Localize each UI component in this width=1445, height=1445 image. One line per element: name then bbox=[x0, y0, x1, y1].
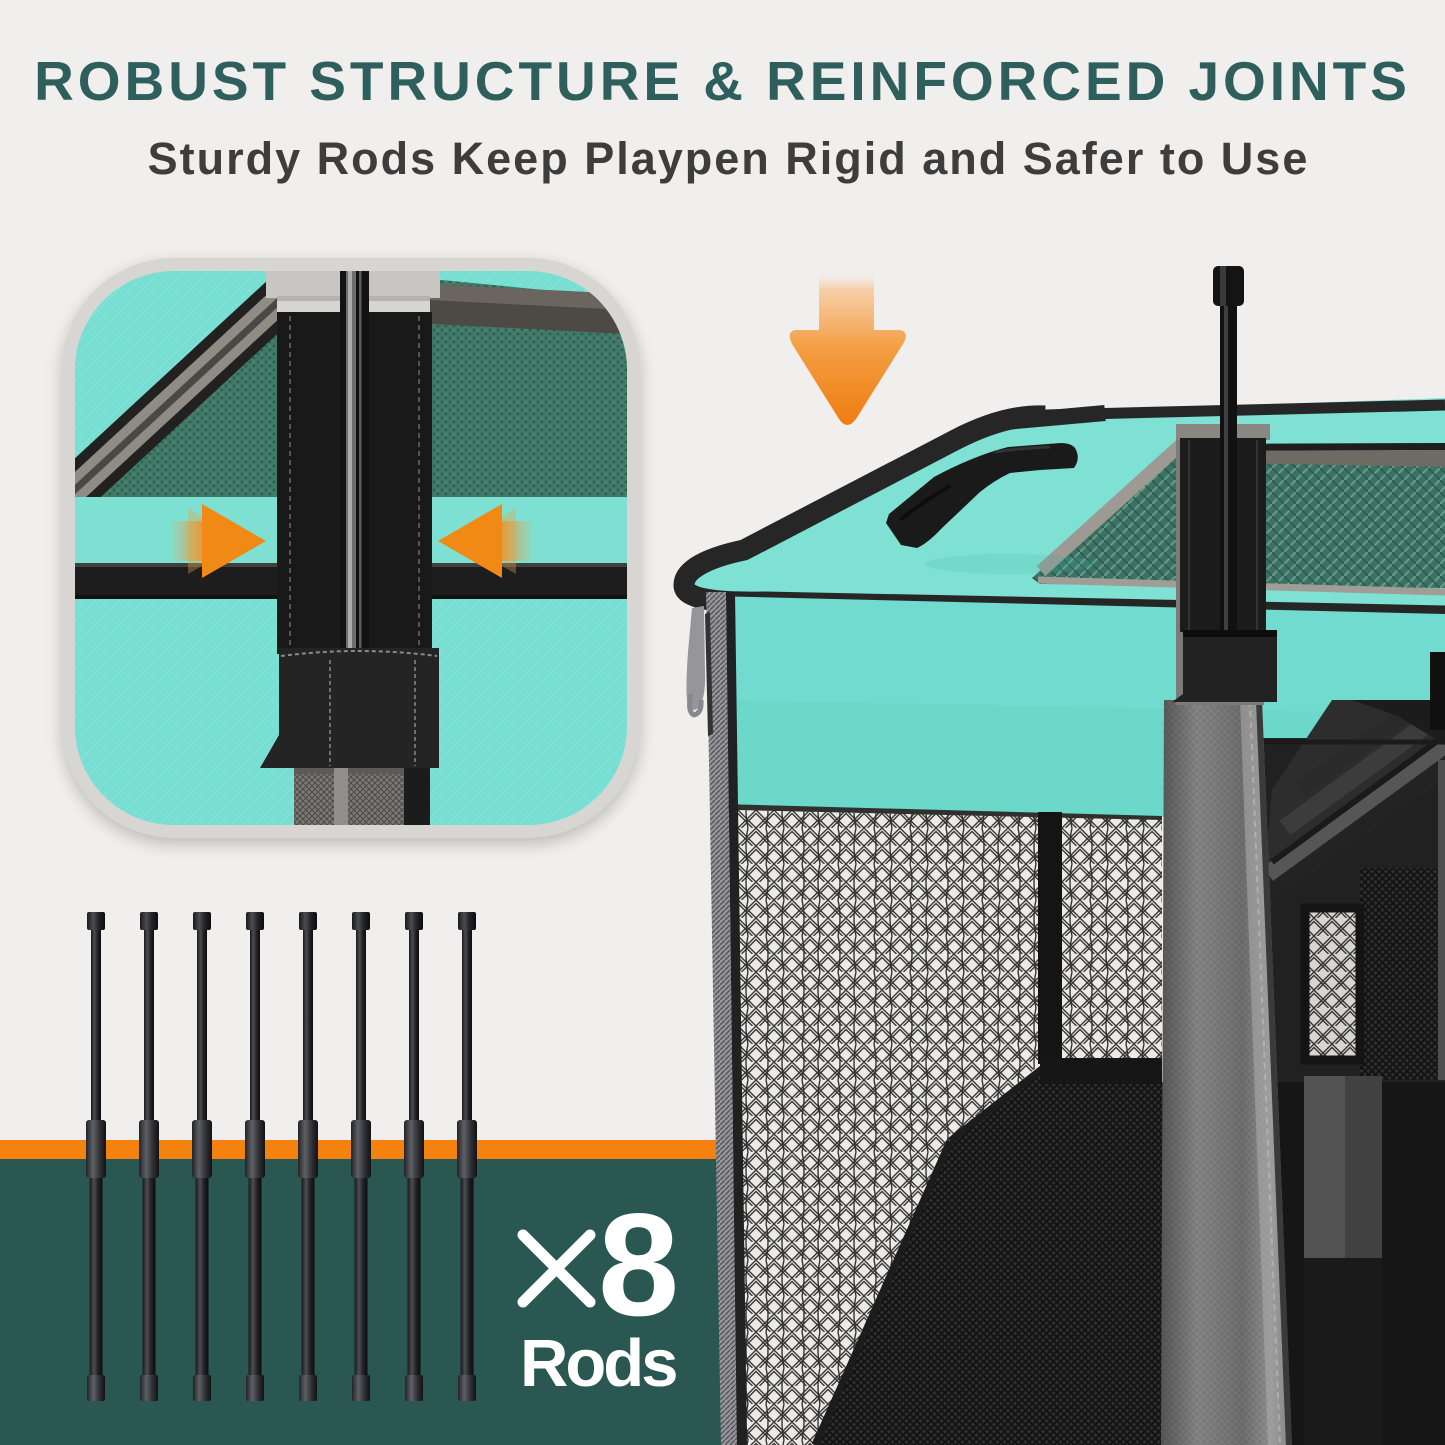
svg-text:8: 8 bbox=[598, 1183, 679, 1346]
svg-text:Rods: Rods bbox=[520, 1326, 676, 1401]
